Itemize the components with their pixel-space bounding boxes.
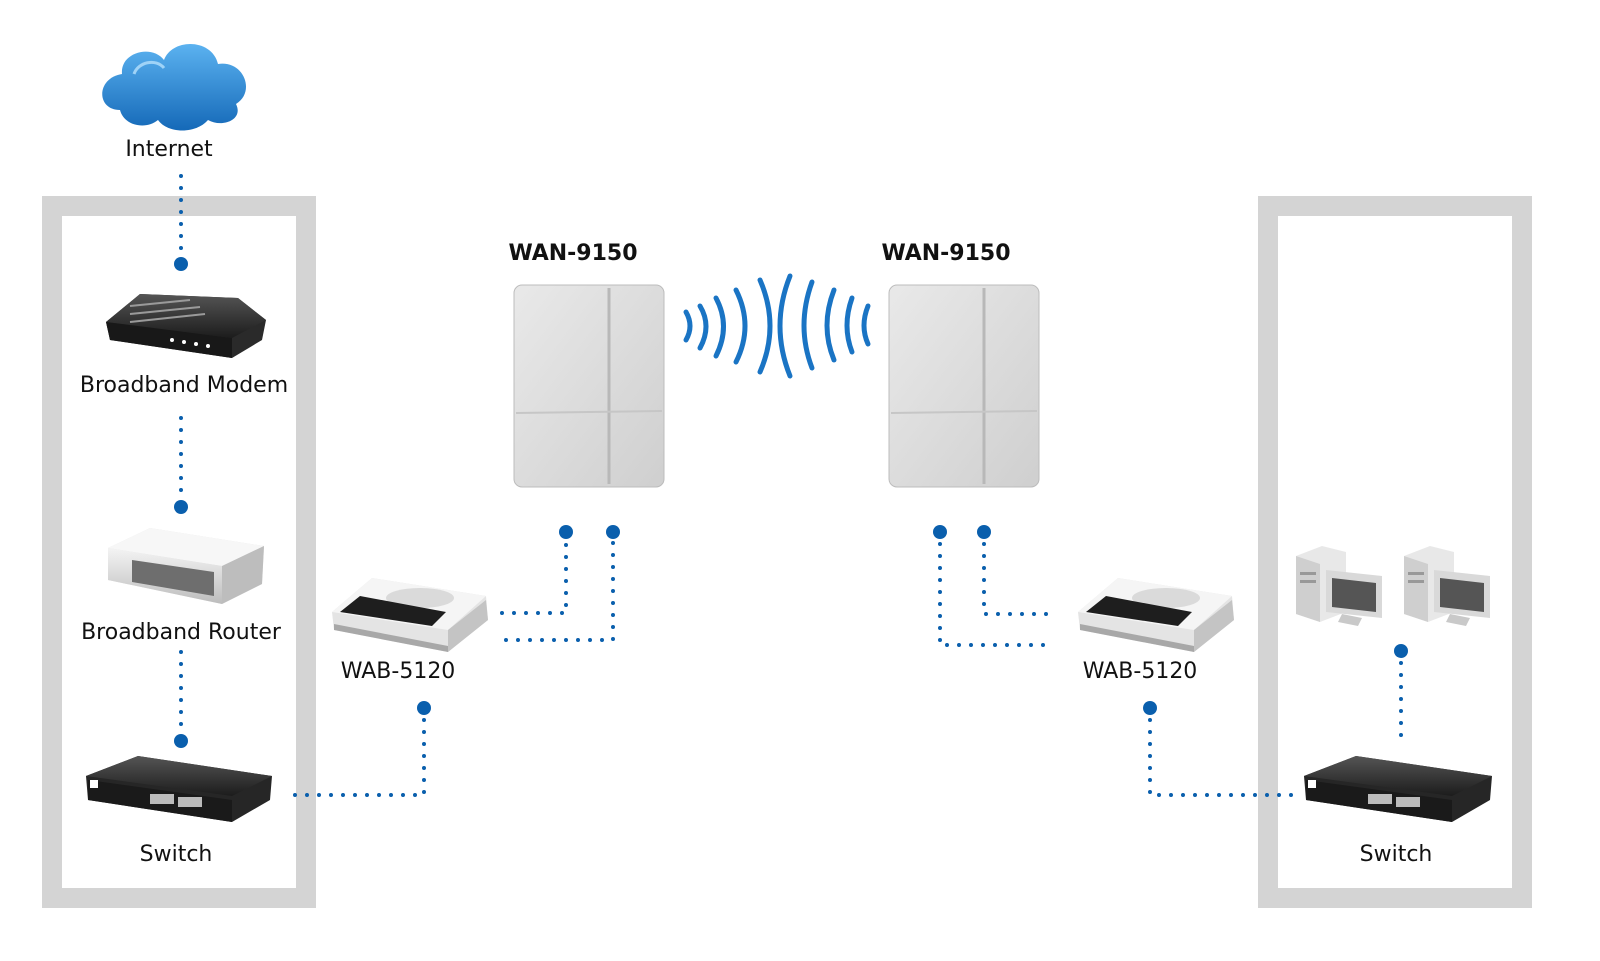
desktop-computer-icon bbox=[1296, 546, 1382, 626]
router-icon bbox=[108, 528, 264, 604]
label-wan-left: WAN-9150 bbox=[508, 241, 638, 266]
link-antenna-bridge-right-a bbox=[938, 530, 1055, 647]
network-switch-icon bbox=[86, 756, 272, 822]
label-wan-right: WAN-9150 bbox=[881, 241, 1011, 266]
panel-antenna-icon bbox=[513, 284, 665, 488]
label-broadband-router: Broadband Router bbox=[81, 620, 281, 645]
wireless-bridge-icon bbox=[332, 578, 488, 652]
link-bridge-antenna-left-a bbox=[500, 530, 568, 615]
link-switch-bridge-left bbox=[293, 706, 426, 797]
desktop-computer-icon bbox=[1404, 546, 1490, 626]
left-site-enclosure bbox=[42, 196, 316, 908]
label-internet: Internet bbox=[125, 137, 213, 162]
link-bridge-antenna-left-b bbox=[504, 530, 615, 642]
modem-icon bbox=[106, 294, 266, 358]
label-switch-left: Switch bbox=[139, 842, 213, 867]
link-endpoints bbox=[174, 257, 1408, 748]
wireless-signal-icon bbox=[683, 273, 871, 379]
link-lines bbox=[179, 174, 1403, 797]
panel-antenna-icon bbox=[888, 284, 1040, 488]
link-bridge-switch-right bbox=[1148, 706, 1302, 797]
label-switch-right: Switch bbox=[1359, 842, 1433, 867]
link-antenna-bridge-right-b bbox=[982, 530, 1057, 616]
network-switch-icon bbox=[1304, 756, 1492, 822]
wireless-bridge-icon bbox=[1078, 578, 1234, 652]
label-wab-right: WAB-5120 bbox=[1082, 659, 1198, 684]
label-wab-left: WAB-5120 bbox=[340, 659, 456, 684]
cloud-icon bbox=[102, 43, 247, 131]
label-broadband-modem: Broadband Modem bbox=[79, 373, 289, 398]
right-site-enclosure bbox=[1258, 196, 1532, 908]
